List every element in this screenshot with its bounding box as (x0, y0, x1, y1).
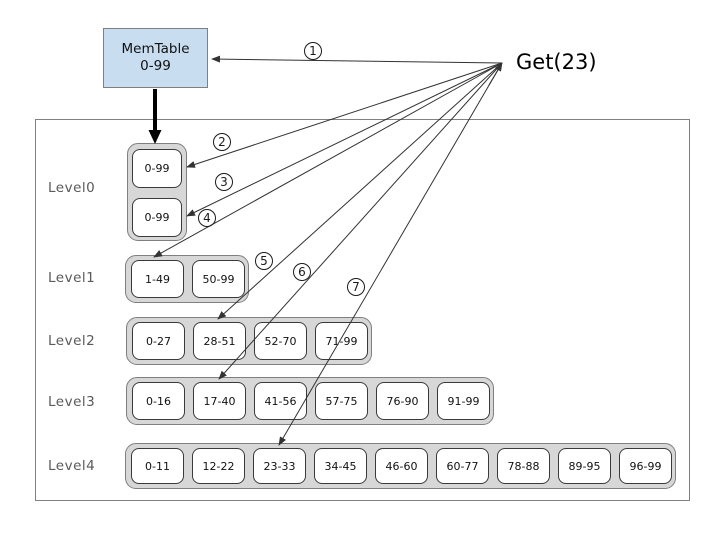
sstable: 0-27 (132, 322, 185, 360)
sstable: 1-49 (131, 260, 184, 298)
step-badge-3: 3 (215, 173, 233, 191)
sstable: 46-60 (375, 448, 428, 484)
memtable-box: MemTable 0-99 (103, 28, 208, 88)
step-badge-2: 2 (213, 133, 231, 151)
sstable: 41-56 (254, 382, 307, 420)
sstable: 0-16 (132, 382, 185, 420)
level3-label: Level3 (48, 394, 96, 410)
level3-sstable-group: 0-16 17-40 41-56 57-75 76-90 91-99 (126, 377, 494, 425)
sstable: 52-70 (254, 322, 307, 360)
step-badge-4: 4 (198, 209, 216, 227)
sstable: 57-75 (315, 382, 368, 420)
level4-label: Level4 (48, 458, 96, 474)
level2-sstable-group: 0-27 28-51 52-70 71-99 (126, 317, 372, 365)
sstable: 76-90 (376, 382, 429, 420)
step-badge-5: 5 (255, 252, 273, 270)
sstable: 12-22 (192, 448, 245, 484)
level4-sstable-group: 0-11 12-22 23-33 34-45 46-60 60-77 78-88… (125, 443, 676, 489)
sstable: 0-11 (131, 448, 184, 484)
sstable: 91-99 (437, 382, 490, 420)
level0-sstable-group: 0-99 0-99 (127, 143, 187, 241)
sstable: 17-40 (193, 382, 246, 420)
sstable: 50-99 (192, 260, 245, 298)
step-badge-7: 7 (347, 278, 365, 296)
sstable: 23-33 (253, 448, 306, 484)
level2-label: Level2 (48, 333, 96, 349)
memtable-title: MemTable (121, 41, 190, 57)
level0-label: Level0 (48, 180, 96, 196)
level1-sstable-group: 1-49 50-99 (125, 255, 249, 303)
sstable: 71-99 (315, 322, 368, 360)
query-label: Get(23) (516, 50, 597, 74)
level1-label: Level1 (48, 270, 96, 286)
sstable: 60-77 (436, 448, 489, 484)
sstable: 96-99 (619, 448, 672, 484)
sstable: 89-95 (558, 448, 611, 484)
sstable: 28-51 (193, 322, 246, 360)
step-badge-6: 6 (293, 263, 311, 281)
arrow-step-1 (211, 55, 503, 64)
sstable: 0-99 (132, 198, 182, 237)
sstable: 78-88 (497, 448, 550, 484)
sstable: 34-45 (314, 448, 367, 484)
sstable: 0-99 (132, 149, 182, 188)
step-badge-1: 1 (304, 42, 322, 60)
memtable-range: 0-99 (140, 58, 171, 74)
arrow-return-to-query (488, 62, 503, 86)
